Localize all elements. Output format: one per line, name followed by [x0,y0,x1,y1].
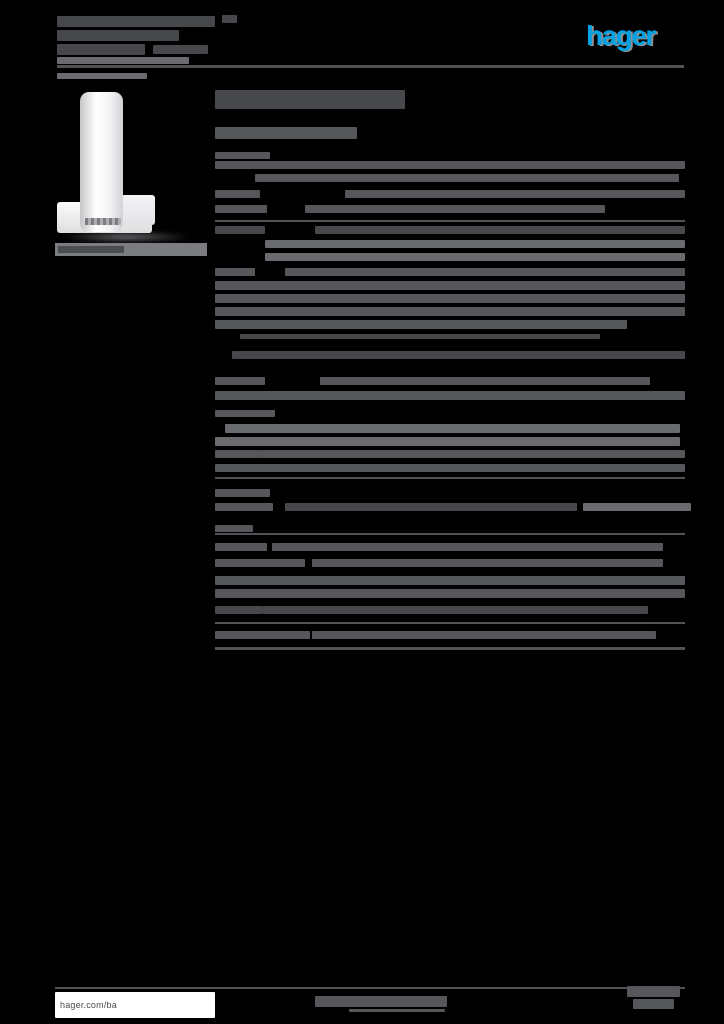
section-rule [215,533,685,535]
title-line [153,45,208,54]
hager-website-link[interactable]: hager.com/ba [60,1000,117,1010]
property-value [312,631,656,639]
title-line [57,44,145,55]
paragraph-line [215,307,685,316]
footer-link-box: hager.com/ba [55,992,215,1018]
title-line [57,16,215,27]
product-photo-shadow [60,231,192,243]
section-rule [215,622,685,624]
title-line [222,15,237,23]
paragraph-line [255,174,679,182]
title-line [57,30,179,41]
footer-divider [55,987,685,989]
page-heading [215,90,405,109]
paragraph-line [215,464,685,472]
product-vertical-body [80,92,123,232]
paragraph-line [240,334,600,339]
property-value [305,205,605,213]
footer-right-block [633,999,674,1009]
property-label [215,525,253,532]
property-value [285,503,577,511]
property-label [215,152,270,159]
property-label [215,268,255,276]
hager-logo: hager [586,20,656,51]
property-value-extra [583,503,691,511]
property-value [320,377,650,385]
product-photo [55,85,215,260]
property-label [232,351,276,359]
title-line [57,73,147,79]
property-value [259,450,685,458]
property-label [215,410,275,417]
property-label [215,606,263,614]
paragraph-line [215,281,685,290]
section-rule [215,220,685,222]
paragraph-line [215,576,685,585]
product-vent-detail [85,218,121,225]
property-label [215,631,310,639]
property-value [285,268,685,276]
paragraph-line [265,253,685,261]
footer-center-block [315,996,447,1007]
property-label [215,489,270,497]
property-value [345,190,685,198]
property-value [263,606,648,614]
property-value [315,226,685,234]
section-subheading [215,127,357,139]
header-divider [57,65,684,68]
property-label [215,450,259,458]
paragraph-line [215,391,685,400]
property-value [263,351,685,359]
property-value [272,543,663,551]
footer-right-block [627,986,680,997]
paragraph-line [215,437,680,446]
property-label [215,559,305,567]
product-reference-bar [55,243,207,256]
title-line [57,57,189,64]
paragraph-line [265,240,685,248]
footer-center-block [349,1009,445,1012]
section-rule [215,647,685,650]
property-value [312,559,663,567]
section-rule [215,477,685,479]
property-label [215,543,267,551]
technical-data-section [215,0,691,1024]
paragraph-line [225,424,680,433]
paragraph-line [215,320,627,329]
property-label [215,205,267,213]
paragraph-line [215,161,685,169]
product-reference-text [58,246,124,253]
property-label [215,503,273,511]
property-label [215,226,265,234]
paragraph-line [215,589,685,598]
property-label [215,190,260,198]
property-label [215,377,265,385]
paragraph-line [215,294,685,303]
